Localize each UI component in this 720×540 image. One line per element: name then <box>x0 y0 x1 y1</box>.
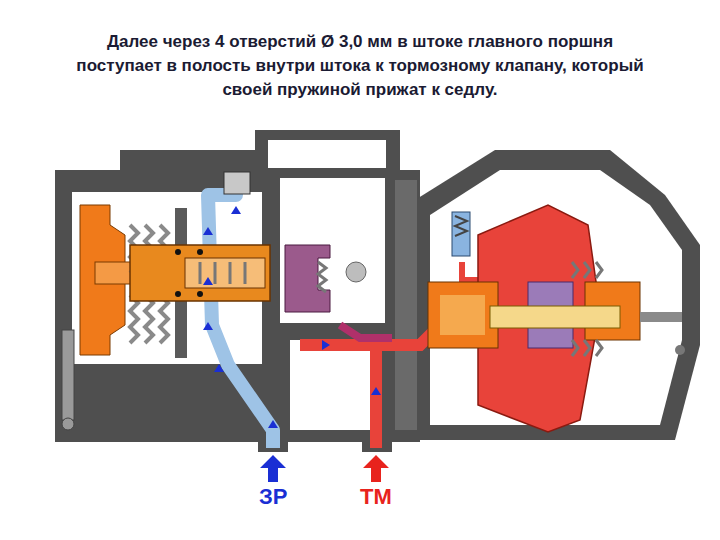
tm-arrow <box>363 455 389 482</box>
title: Далее через 4 отверстий Ø 3,0 мм в штоке… <box>65 30 655 102</box>
arrow <box>203 277 213 285</box>
arrow <box>322 340 330 350</box>
stem <box>490 306 620 328</box>
arrow <box>231 206 241 214</box>
lever <box>62 330 74 430</box>
flow-arrows <box>203 206 381 428</box>
housing-tower <box>255 130 400 180</box>
rod <box>640 312 682 322</box>
port-label: ТМ <box>360 484 392 510</box>
cavity <box>268 140 386 168</box>
spring <box>200 262 245 284</box>
lever-ball <box>62 418 74 430</box>
spring <box>455 216 467 236</box>
rod-cavity <box>185 258 265 288</box>
plug <box>224 172 250 194</box>
check-valve <box>452 212 470 256</box>
brake-valve <box>285 245 366 312</box>
housing-left <box>55 170 420 442</box>
tm-channel <box>300 345 376 448</box>
cavity <box>290 340 370 430</box>
hole <box>197 249 203 255</box>
spool <box>130 245 270 301</box>
port-label: ЗР <box>259 484 287 510</box>
arrow <box>371 387 381 395</box>
piston-rod-spool <box>130 245 270 301</box>
housing <box>55 130 700 452</box>
cavity <box>280 178 385 323</box>
relay-chamber <box>428 205 685 432</box>
hole <box>175 249 181 255</box>
spring <box>318 262 326 292</box>
valve-body <box>285 245 330 312</box>
arrow <box>268 420 278 428</box>
lever-rod <box>62 330 74 420</box>
valve-seat <box>440 295 485 335</box>
zr-arrow <box>260 455 286 482</box>
hole <box>197 291 203 297</box>
ball <box>346 262 366 282</box>
zr-channel <box>208 178 273 448</box>
ball <box>675 345 685 355</box>
housing-top <box>120 150 260 175</box>
spring <box>572 262 602 356</box>
arrow <box>203 322 213 330</box>
housing-right <box>415 150 700 440</box>
channel <box>340 325 392 338</box>
partition <box>395 180 417 430</box>
hole <box>175 291 181 297</box>
valve-housing <box>428 282 498 348</box>
arrow <box>203 227 213 235</box>
spring <box>130 295 168 343</box>
arrow <box>214 364 224 372</box>
